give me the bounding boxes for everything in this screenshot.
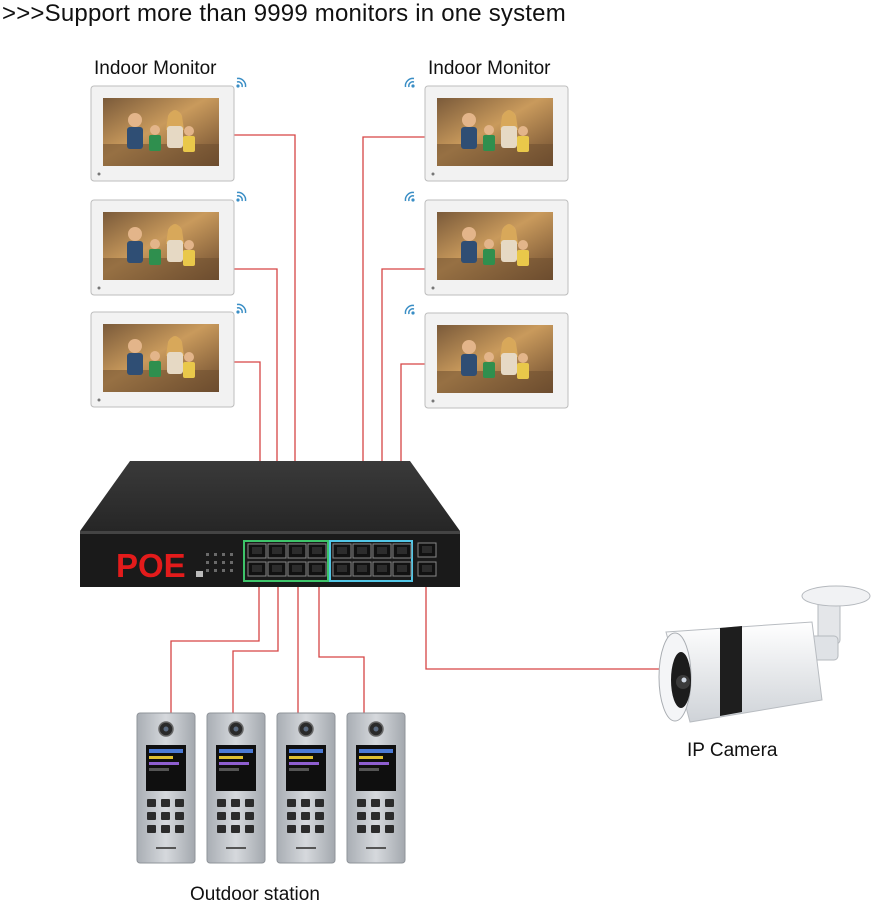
cable [425, 576, 660, 670]
ethernet-port [307, 561, 327, 577]
indoor-monitor-label-right: Indoor Monitor [428, 58, 551, 79]
cable [318, 576, 365, 713]
ethernet-port [352, 561, 372, 577]
ethernet-port [372, 561, 392, 577]
ethernet-port [307, 543, 327, 559]
ip-camera-label: IP Camera [687, 740, 778, 761]
outdoor-station-2 [206, 712, 266, 864]
indoor-monitor-left-3 [90, 311, 235, 408]
ethernet-port [392, 561, 412, 577]
wifi-icon [404, 304, 416, 316]
ethernet-port [392, 543, 412, 559]
indoor-monitor-label-left: Indoor Monitor [94, 58, 217, 79]
poe-label: POE [116, 547, 186, 584]
ethernet-port [332, 561, 352, 577]
wifi-icon [235, 191, 247, 203]
ethernet-port [267, 561, 287, 577]
indoor-monitor-left-2 [90, 199, 235, 296]
cable [234, 134, 296, 548]
cable [170, 576, 260, 713]
cable [232, 576, 279, 713]
ethernet-port [287, 561, 307, 577]
indoor-monitor-left-1 [90, 85, 235, 182]
uplink-port [417, 561, 437, 577]
wifi-icon [235, 303, 247, 315]
outdoor-station-4 [346, 712, 406, 864]
ip-camera-icon [658, 585, 871, 723]
headline: >>>Support more than 9999 monitors in on… [2, 0, 566, 27]
wifi-icon [235, 77, 247, 89]
indoor-monitor-right-3 [424, 312, 569, 409]
wifi-icon [404, 191, 416, 203]
network-cables [170, 134, 660, 713]
ethernet-port [247, 543, 267, 559]
outdoor-station-3 [276, 712, 336, 864]
ethernet-port [287, 543, 307, 559]
cable [234, 268, 278, 548]
wifi-icon [404, 77, 416, 89]
outdoor-station-1 [136, 712, 196, 864]
outdoor-station-label: Outdoor station [190, 884, 320, 905]
ethernet-port [332, 543, 352, 559]
cable [381, 268, 425, 548]
ethernet-port [372, 543, 392, 559]
ethernet-port [247, 561, 267, 577]
poe-switch: POE [80, 461, 460, 587]
cable [362, 136, 425, 548]
uplink-port [417, 542, 437, 558]
ethernet-port [267, 543, 287, 559]
indoor-monitor-right-1 [424, 85, 569, 182]
indoor-monitor-right-2 [424, 199, 569, 296]
ethernet-port [352, 543, 372, 559]
